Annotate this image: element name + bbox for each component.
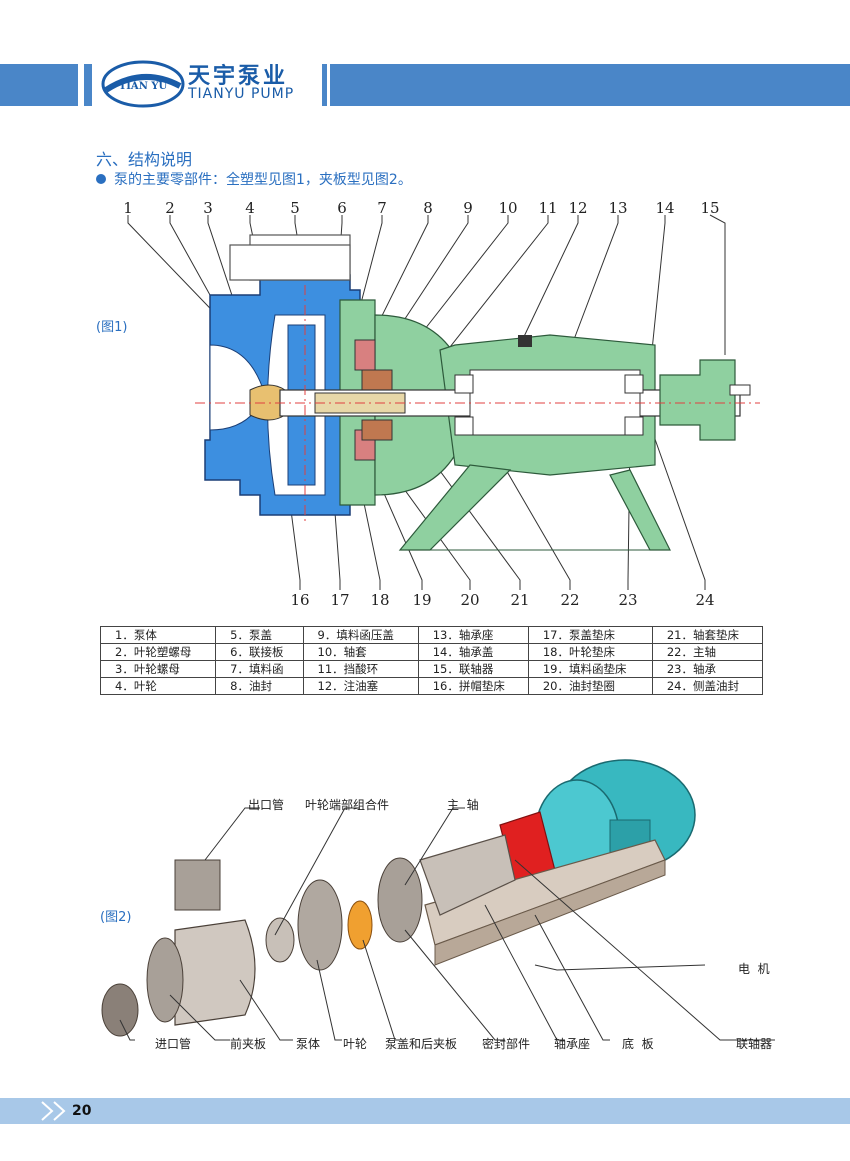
table-cell: 24．侧盖油封 xyxy=(651,677,764,695)
callout-coupling: 联轴器 xyxy=(736,1037,773,1051)
page-number: 20 xyxy=(72,1103,92,1119)
table-cell: 15．联轴器 xyxy=(417,660,529,678)
header-bar-left xyxy=(0,64,78,106)
part-number-label: 21 xyxy=(510,591,529,609)
table-cell: 20．油封垫圈 xyxy=(527,677,653,695)
table-cell: 14．轴承盖 xyxy=(417,643,529,661)
brand-name-en: TIANYU PUMP xyxy=(188,86,295,102)
outlet-pipe-part xyxy=(174,859,221,911)
figure2-exploded-view xyxy=(101,759,775,1041)
part-number-label: 24 xyxy=(695,591,714,609)
table-cell: 1．泵体 xyxy=(99,626,217,644)
inlet-pipe-part xyxy=(101,983,139,1037)
callout-seal: 密封部件 xyxy=(482,1037,531,1051)
part-number-label: 15 xyxy=(700,199,719,217)
part-number-label: 11 xyxy=(538,199,557,217)
part-number-label: 18 xyxy=(370,591,389,609)
table-cell: 12．注油塞 xyxy=(302,677,419,695)
table-cell: 2．叶轮塑螺母 xyxy=(99,643,217,661)
callout-front-plate: 前夹板 xyxy=(230,1037,267,1051)
header-bar-right xyxy=(330,64,850,106)
part-number-label: 7 xyxy=(377,199,387,217)
table-cell: 6．联接板 xyxy=(215,643,304,661)
seal-part xyxy=(347,900,373,950)
part-number-label: 13 xyxy=(608,199,627,217)
part-number-label: 8 xyxy=(423,199,433,217)
callout-inlet-pipe: 进口管 xyxy=(155,1037,192,1051)
table-cell: 7．填料函 xyxy=(215,660,304,678)
footer-bar xyxy=(0,1098,850,1124)
table-cell: 23．轴承 xyxy=(651,660,764,678)
part-number-label: 14 xyxy=(655,199,674,217)
section-subtitle-text: 泵的主要零部件：全塑型见图1，夹板型见图2。 xyxy=(114,172,412,188)
part-number-label: 20 xyxy=(460,591,479,609)
section-subtitle: 泵的主要零部件：全塑型见图1，夹板型见图2。 xyxy=(96,169,412,189)
pump-cover-back-plate xyxy=(377,857,423,943)
callout-impeller-end-assembly: 叶轮端部组合件 xyxy=(305,798,390,812)
table-cell: 8．油封 xyxy=(215,677,304,695)
section-title: 六、结构说明 xyxy=(96,150,193,169)
svg-text:TIAN YU: TIAN YU xyxy=(119,81,168,92)
part-number-label: 10 xyxy=(498,199,517,217)
table-cell: 10．轴套 xyxy=(302,643,419,661)
table-cell: 21．轴套垫床 xyxy=(651,626,764,644)
part-number-label: 23 xyxy=(618,591,637,609)
table-cell: 17．泵盖垫床 xyxy=(527,626,653,644)
table-cell: 11．挡酸环 xyxy=(302,660,419,678)
part-number-label: 19 xyxy=(412,591,431,609)
front-plate-part xyxy=(146,937,184,1023)
bullet-icon xyxy=(96,174,106,184)
bearing-housing xyxy=(419,834,516,916)
callout-base-plate: 底 板 xyxy=(622,1037,654,1051)
figure2-label: (图2) xyxy=(100,910,132,925)
figure1-label: (图1) xyxy=(96,320,128,335)
logo-ring-icon: TIAN YU xyxy=(101,60,185,108)
part-number-label: 6 xyxy=(337,199,347,217)
table-cell: 19．填料函垫床 xyxy=(527,660,653,678)
callout-bearing-housing: 轴承座 xyxy=(554,1037,591,1051)
part-number-label: 4 xyxy=(245,199,255,217)
part-number-label: 3 xyxy=(203,199,213,217)
part-number-label: 17 xyxy=(330,591,349,609)
header-bar-accent-right xyxy=(322,64,327,106)
table-cell: 22．主轴 xyxy=(651,643,764,661)
table-cell: 16．拼帽垫床 xyxy=(417,677,529,695)
callout-outlet-pipe: 出口管 xyxy=(248,798,285,812)
callout-pump-cover: 泵盖和后夹板 xyxy=(385,1037,458,1051)
table-cell: 5．泵盖 xyxy=(215,626,304,644)
table-cell: 3．叶轮螺母 xyxy=(99,660,217,678)
table-cell: 9．填料函压盖 xyxy=(302,626,419,644)
callout-pump-body: 泵体 xyxy=(296,1037,321,1051)
part-number-label: 5 xyxy=(290,199,300,217)
callout-motor: 电 机 xyxy=(738,962,770,976)
part-number-label: 12 xyxy=(568,199,587,217)
callout-main-shaft: 主 轴 xyxy=(447,798,479,812)
callout-impeller: 叶轮 xyxy=(343,1037,368,1051)
header-bar-accent xyxy=(84,64,92,106)
part-number-label: 1 xyxy=(123,199,133,217)
pump-body-part xyxy=(174,919,256,1026)
table-cell: 4．叶轮 xyxy=(99,677,217,695)
brand-logo: TIAN YU 天宇泵业 TIANYU PUMP xyxy=(100,56,320,116)
double-chevron-icon xyxy=(41,1101,66,1121)
part-number-label: 9 xyxy=(463,199,473,217)
part-number-label: 22 xyxy=(560,591,579,609)
impeller-part xyxy=(297,879,343,971)
part-number-label: 2 xyxy=(165,199,175,217)
table-cell: 18．叶轮垫床 xyxy=(527,643,653,661)
table-cell: 13．轴承座 xyxy=(417,626,529,644)
brand-name-cn: 天宇泵业 xyxy=(188,64,289,89)
part-number-label: 16 xyxy=(290,591,309,609)
